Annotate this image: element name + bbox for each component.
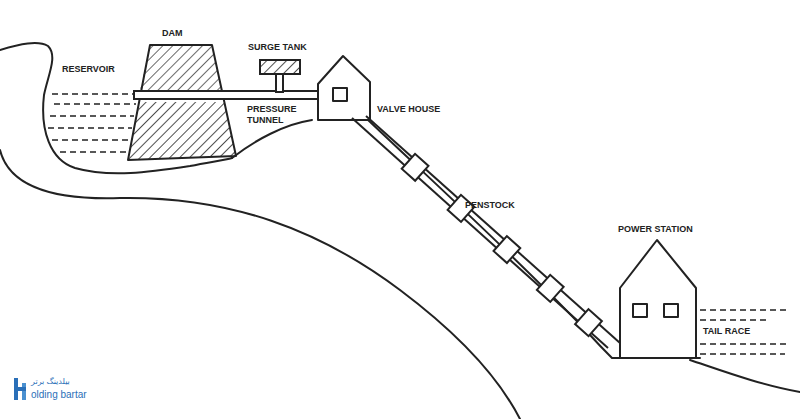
dam <box>128 45 236 160</box>
pressure-tunnel <box>134 91 318 99</box>
tail-race-water <box>700 310 790 354</box>
penstock-collar <box>537 275 564 302</box>
hill-slope <box>232 118 700 358</box>
surge-tank-label: SURGE TANK <box>248 42 307 53</box>
penstock-collar <box>402 154 429 181</box>
reservoir-label: RESERVOIR <box>62 64 115 75</box>
penstock-label: PENSTOCK <box>465 200 515 211</box>
reservoir-water <box>48 94 140 152</box>
penstock <box>352 116 620 348</box>
right-ground <box>690 360 800 392</box>
logo-icon <box>14 378 26 400</box>
tunnel-label: PRESSURE TUNNEL <box>247 104 305 127</box>
watermark-text: olding bartar <box>31 389 87 402</box>
valve-house <box>318 56 370 120</box>
power-station <box>620 240 696 358</box>
valve-house-label: VALVE HOUSE <box>377 104 440 115</box>
penstock-collar <box>494 236 521 263</box>
surge-tank <box>260 60 300 92</box>
tail-race-label: TAIL RACE <box>703 326 750 337</box>
power-station-label: POWER STATION <box>618 224 693 235</box>
watermark-text: بیلدینگ برتر <box>31 377 70 387</box>
penstock-collar <box>575 309 602 336</box>
lower-ground <box>0 150 520 419</box>
dam-label: DAM <box>162 28 183 39</box>
